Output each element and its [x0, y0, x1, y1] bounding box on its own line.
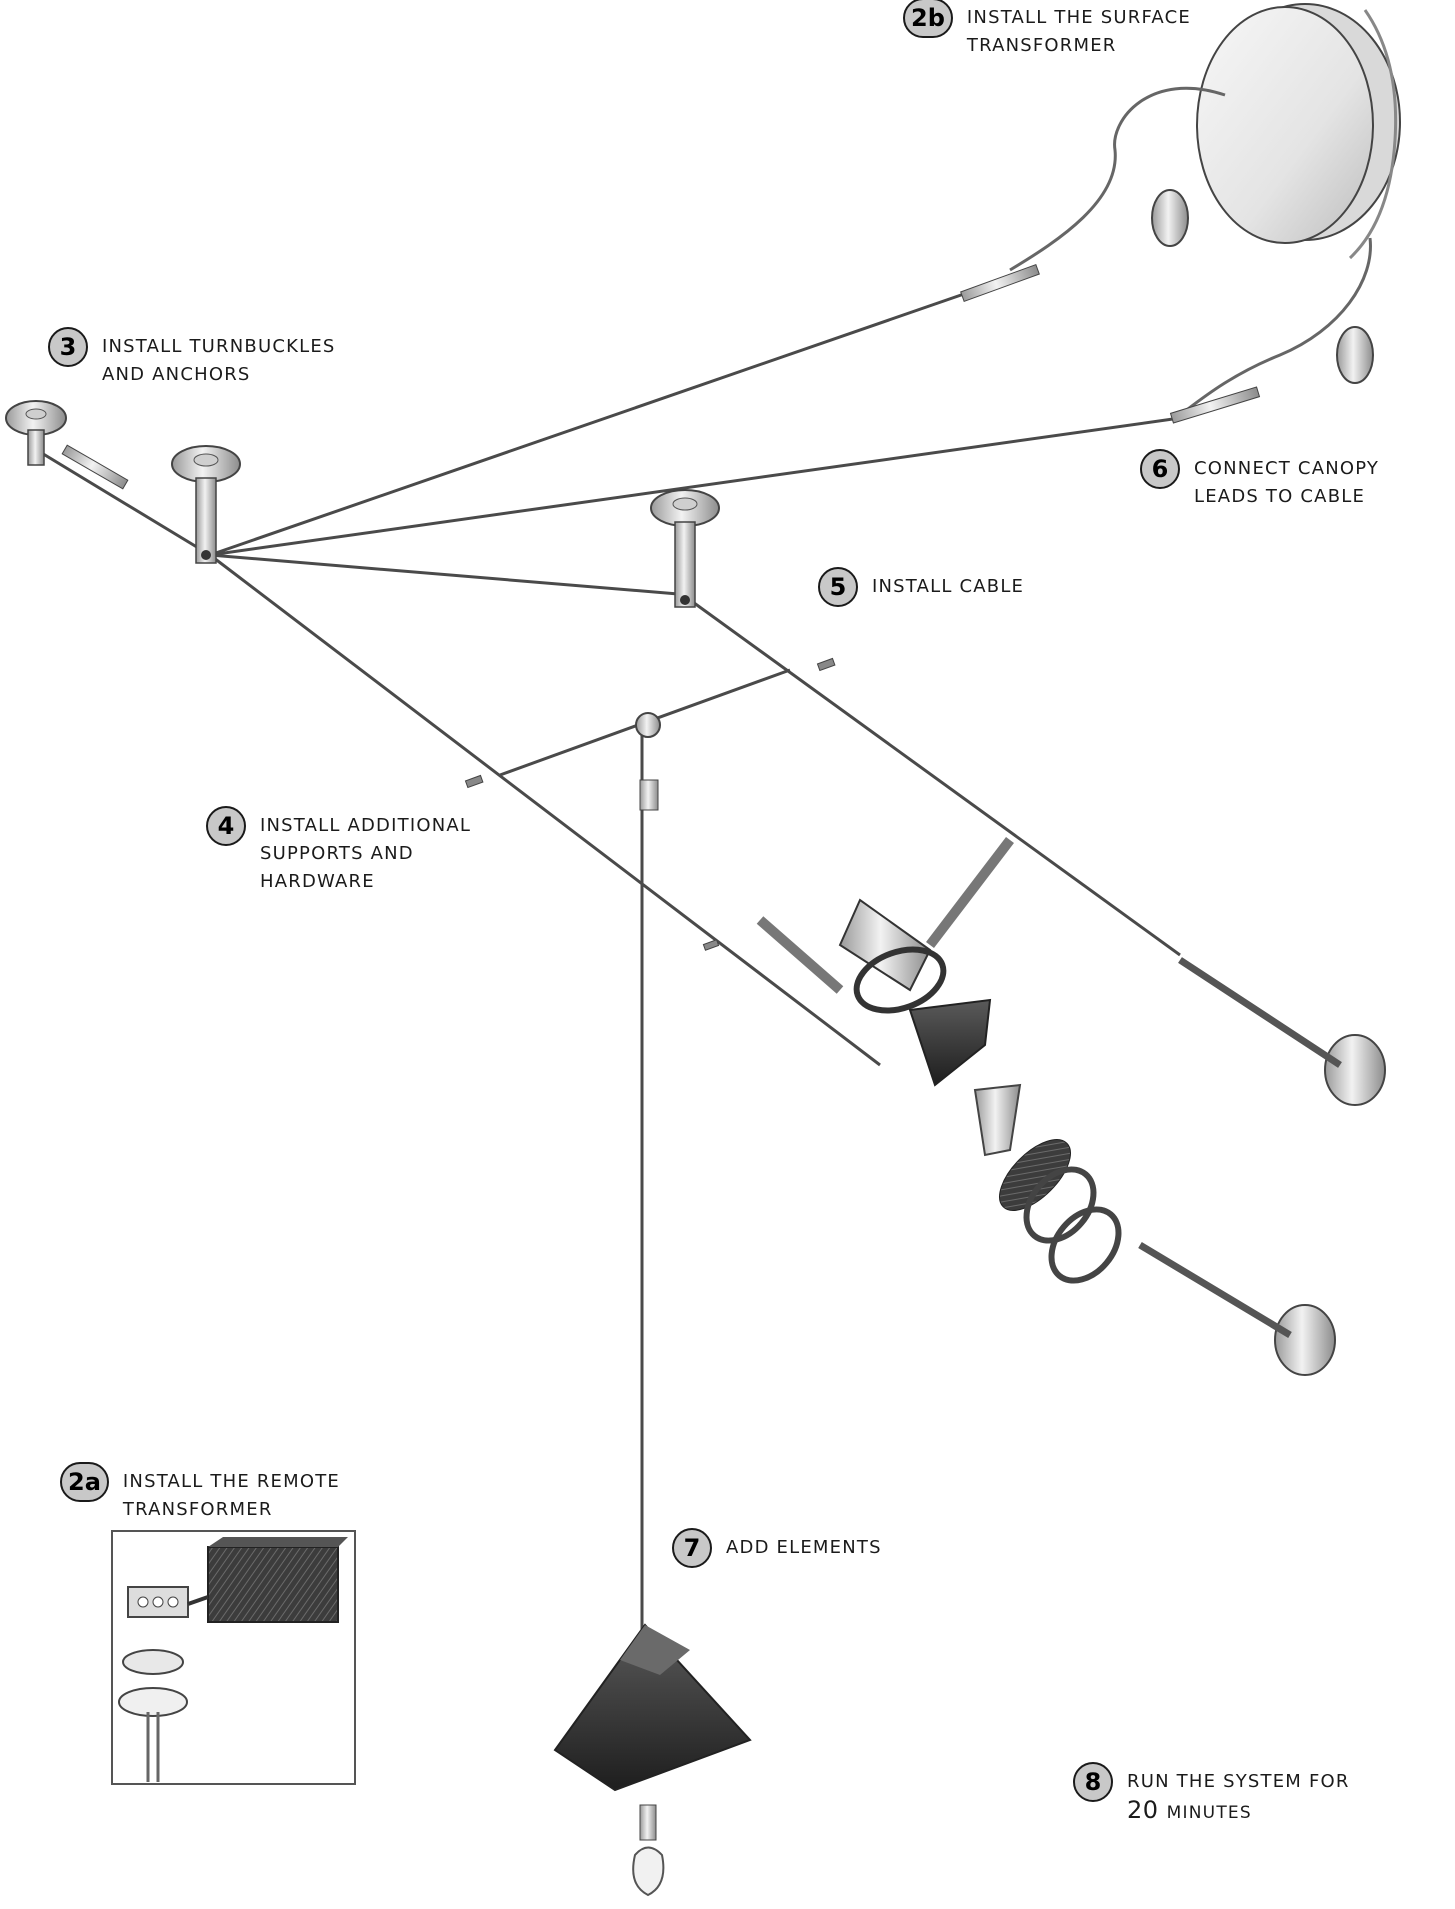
step-2a-line-2: TRANSFORMER — [122, 1499, 273, 1520]
step-8-badge: 8 — [1073, 1762, 1113, 1802]
wall-anchor-icon — [1138, 189, 1386, 1376]
step-2a-badge: 2a — [60, 1462, 109, 1502]
step-4: 4 INSTALL ADDITIONAL SUPPORTS AND HARDWA… — [206, 806, 472, 896]
step-4-badge: 4 — [206, 806, 246, 846]
junction-box-icon — [127, 1586, 189, 1618]
mr16-bulb-icon — [973, 1083, 1022, 1157]
step-8-line-1: RUN THE SYSTEM FOR — [1127, 1771, 1350, 1792]
step-2b: 2b INSTALL THE SURFACE TRANSFORMER — [903, 0, 1191, 60]
step-3: 3 INSTALL TURNBUCKLES AND ANCHORS — [48, 327, 336, 389]
step-3-line-1: INSTALL TURNBUCKLES — [102, 336, 336, 357]
step-3-line-2: AND ANCHORS — [102, 364, 251, 385]
lens-ring-icon — [999, 1139, 1122, 1284]
step-4-line-1: INSTALL ADDITIONAL — [260, 815, 472, 836]
step-8: 8 RUN THE SYSTEM FOR 20 MINUTES — [1073, 1762, 1350, 1827]
step-2a: 2a INSTALL THE REMOTE TRANSFORMER — [60, 1462, 340, 1524]
turnbuckle-icon — [61, 263, 1261, 490]
step-5: 5 INSTALL CABLE — [818, 567, 1025, 607]
step-3-badge: 3 — [48, 327, 88, 367]
support-cables — [39, 283, 1181, 1640]
step-7-line-1: ADD ELEMENTS — [726, 1537, 882, 1558]
canopy-leads — [1009, 86, 1372, 417]
step-4-line-3: HARDWARE — [260, 871, 375, 892]
reflector-cone-icon — [908, 998, 992, 1087]
step-2b-line-2: TRANSFORMER — [966, 35, 1117, 56]
step-7: 7 ADD ELEMENTS — [672, 1528, 882, 1568]
step-2b-badge: 2b — [903, 0, 953, 38]
surface-transformer-icon — [1196, 3, 1401, 260]
step-6-line-1: CONNECT CANOPY — [1194, 458, 1380, 479]
step-6-badge: 6 — [1140, 449, 1180, 489]
step-7-badge: 7 — [672, 1528, 712, 1568]
step-4-line-2: SUPPORTS AND — [260, 843, 414, 864]
step-6-line-2: LEADS TO CABLE — [1194, 486, 1366, 507]
remote-transformer-inset — [111, 1530, 356, 1785]
step-6: 6 CONNECT CANOPY LEADS TO CABLE — [1140, 449, 1380, 511]
step-8-line-2: 20 MINUTES — [1127, 1796, 1350, 1827]
step-5-line-1: INSTALL CABLE — [872, 576, 1025, 597]
step-8-duration-value: 20 — [1127, 1796, 1167, 1824]
step-5-badge: 5 — [818, 567, 858, 607]
lamp-head-icon — [756, 836, 1014, 1014]
pyramid-shade-icon — [553, 1623, 752, 1897]
step-2a-line-1: INSTALL THE REMOTE — [122, 1471, 340, 1492]
step-8-duration-unit: MINUTES — [1166, 1803, 1252, 1823]
screw-icon — [464, 657, 836, 951]
pendant-stem — [635, 712, 661, 811]
step-2b-line-1: INSTALL THE SURFACE — [966, 7, 1191, 28]
ceiling-standoff-icon — [5, 400, 720, 608]
remote-transformer-icon — [118, 1537, 348, 1782]
